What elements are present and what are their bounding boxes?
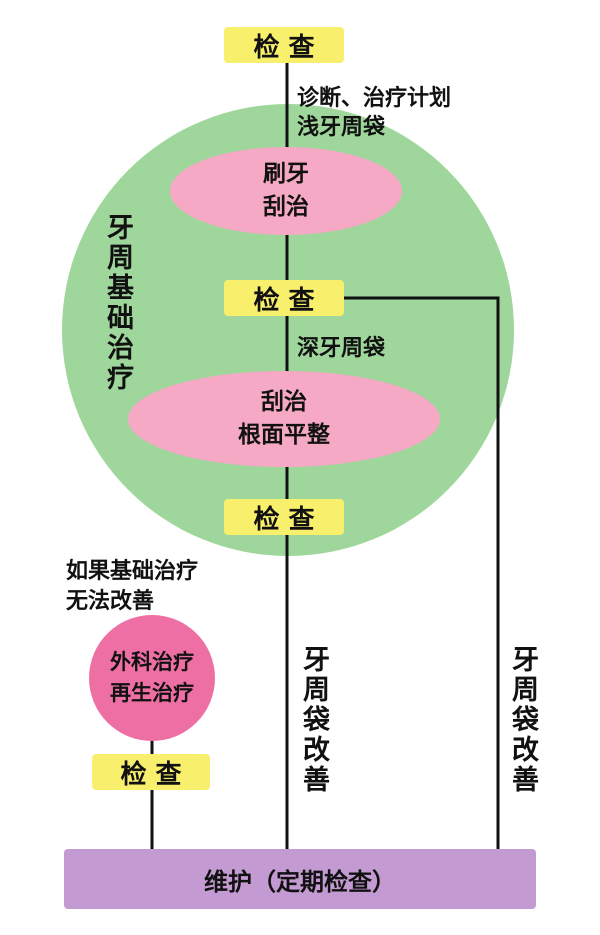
brush-scaling-ellipse: 刷牙 刮治 <box>170 147 402 235</box>
maintenance-bar-label: 维护（定期检查） <box>204 867 396 896</box>
check-node-mid: 检 查 <box>224 280 344 316</box>
check-node-top-label: 检 查 <box>253 32 315 63</box>
if-fail-label-line2: 无法改善 <box>66 589 155 614</box>
pocket-improve-right-label: 牙周袋改善 <box>507 645 538 795</box>
root-planing-ellipse: 刮治 根面平整 <box>128 371 440 467</box>
if-fail-label-line1: 如果基础治疗 <box>66 559 199 584</box>
surgery-circle: 外科治疗 再生治疗 <box>89 615 215 741</box>
check-node-lower-label: 检 查 <box>253 504 315 535</box>
brush-ellipse-line1: 刷牙 <box>263 160 309 187</box>
surgery-circle-line2: 再生治疗 <box>110 681 194 705</box>
check-node-mid-label: 检 查 <box>253 285 315 316</box>
improved-branch-line <box>344 296 500 850</box>
diagnosis-plan-label: 诊断、治疗计划 <box>297 86 452 111</box>
pocket-improve-mid-label: 牙周袋改善 <box>298 645 329 795</box>
maintenance-bar: 维护（定期检查） <box>64 849 536 909</box>
deep-pocket-label: 深牙周袋 <box>297 336 386 361</box>
check-node-surgery: 检 查 <box>92 754 210 790</box>
check-node-top: 检 查 <box>224 27 344 63</box>
surgery-circle-line1: 外科治疗 <box>110 649 194 674</box>
shallow-pocket-label: 浅牙周袋 <box>297 115 386 140</box>
check-node-surgery-label: 检 查 <box>120 759 182 790</box>
basic-therapy-vertical-label: 牙周基础治疗 <box>102 213 133 393</box>
check-node-lower: 检 查 <box>224 499 344 535</box>
brush-ellipse-line2: 刮治 <box>263 194 309 220</box>
scaling-ellipse-line1: 刮治 <box>261 388 307 415</box>
scaling-ellipse-line2: 根面平整 <box>238 422 330 448</box>
